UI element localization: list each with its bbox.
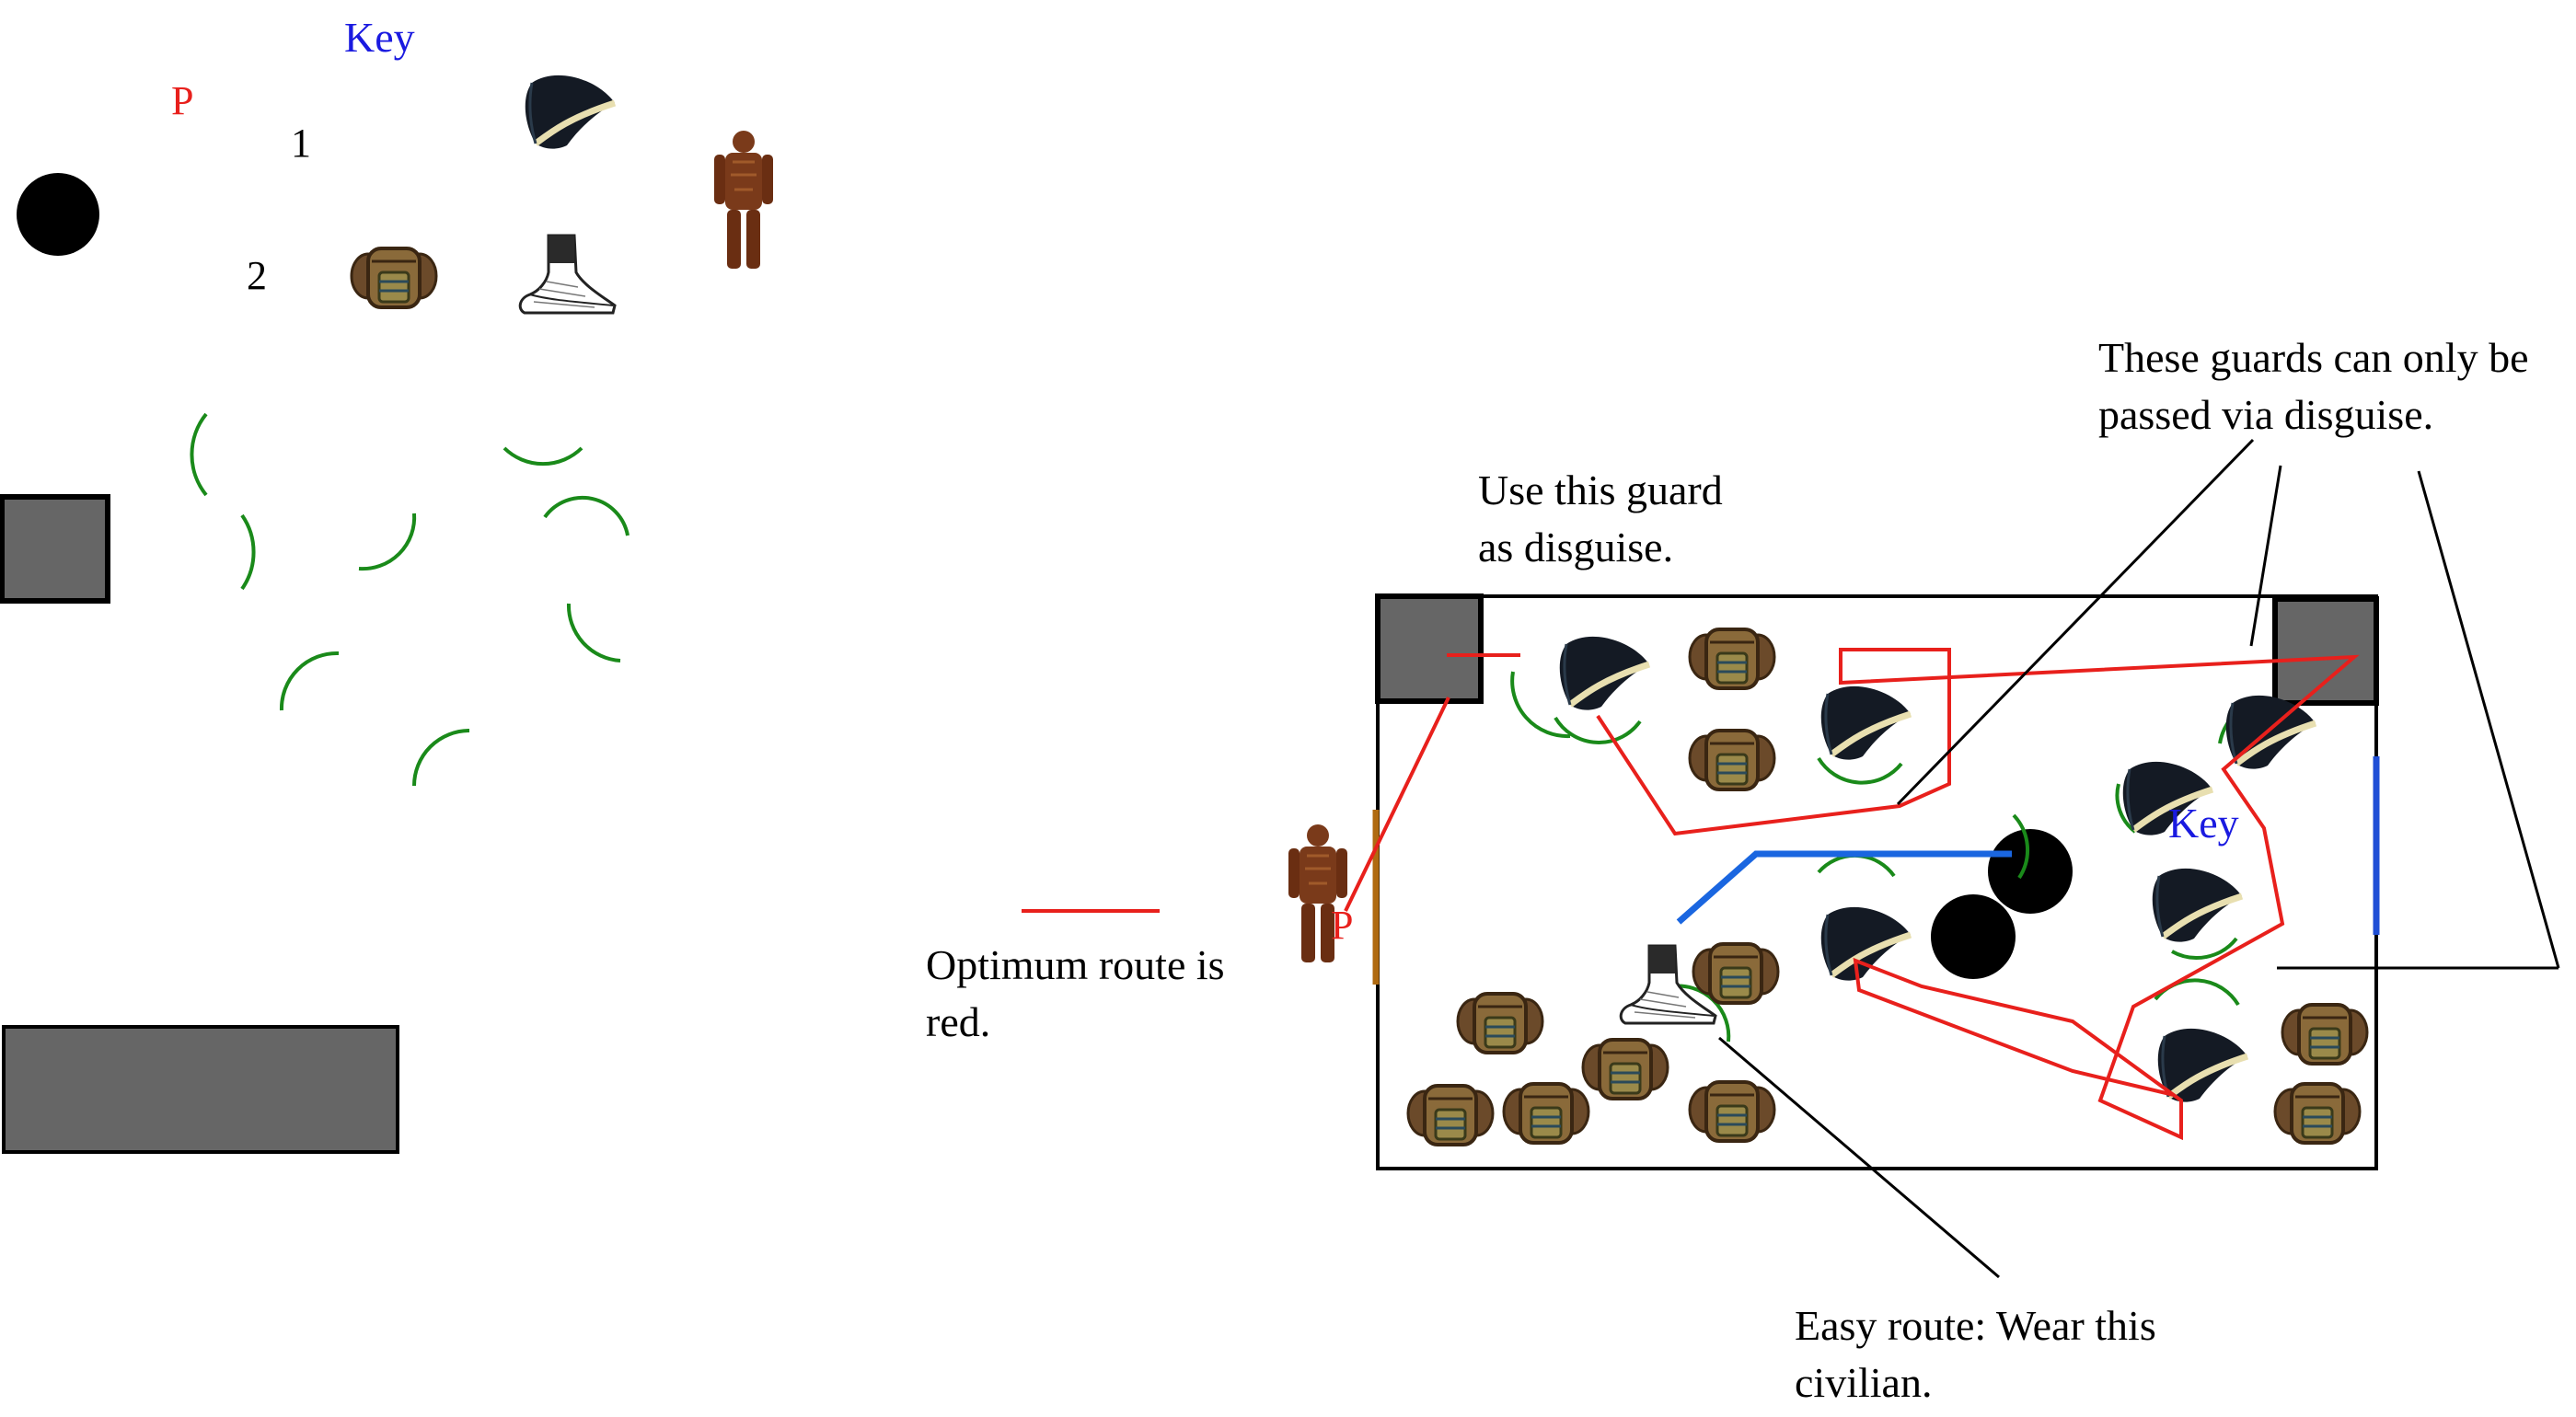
barrel-civilian-icon <box>1688 1080 1776 1143</box>
barrel-civilian-icon <box>2281 1003 2369 1066</box>
black-circle-icon <box>1931 894 2016 979</box>
legend-barrel-civilian-icon <box>350 247 438 309</box>
legend-black-circle-icon <box>17 173 99 256</box>
crate-top-left <box>1375 593 1484 704</box>
annotation-pointers <box>1718 438 2560 1279</box>
barrel-civilian-icon <box>1406 1084 1495 1146</box>
barrel-civilian-icon <box>1456 992 1544 1054</box>
annotation-guards-disguise-only: These guards can only be passed via disg… <box>2098 334 2529 438</box>
legend-player-label: P <box>171 78 194 123</box>
easy-route-line <box>1676 850 2012 925</box>
barrel-civilian-icon <box>1688 628 1776 690</box>
legend-crate <box>0 494 110 604</box>
tricorn-hat-guard-icon <box>1560 637 1649 710</box>
building-map <box>1287 438 2560 1279</box>
legend-row-1-label: 1 <box>291 121 311 166</box>
legend-row-2-label: 2 <box>247 253 267 298</box>
annotation-disguise-guard: Use this guard as disguise. <box>1478 467 1723 570</box>
optimum-route-line <box>1344 648 2360 1141</box>
tricorn-hat-guard-icon <box>1821 686 1911 760</box>
legend-boot-disguise-icon <box>518 234 617 315</box>
annotation-easy-route: Easy route: Wear this civilian. <box>1795 1302 2156 1406</box>
map-key-label: Key <box>2168 800 2239 847</box>
legend-vision-arcs <box>190 412 630 787</box>
annotation-optimum-route: Optimum route is red. <box>926 941 1225 1045</box>
barrel-civilian-icon <box>2273 1082 2362 1145</box>
tricorn-hat-guard-icon <box>2158 1029 2247 1102</box>
map-player-label: P <box>1331 903 1354 948</box>
black-circle-icon <box>1988 829 2073 914</box>
barrel-civilian-icon <box>1692 942 1780 1005</box>
legend-key-label: Key <box>344 14 415 61</box>
barrel-civilian-icon <box>1581 1038 1669 1100</box>
legend-panel <box>0 75 1160 1154</box>
crate-top-right <box>2272 596 2379 706</box>
legend-wall-block <box>2 1025 399 1154</box>
legend-tricorn-hat-guard-icon <box>526 75 615 149</box>
tricorn-hat-guard-icon <box>2153 869 2242 942</box>
barrel-civilian-icon <box>1502 1082 1590 1145</box>
barrel-civilian-icon <box>1688 729 1776 791</box>
tricorn-hat-guard-icon <box>1821 907 1911 981</box>
legend-player-figure-icon <box>712 129 775 271</box>
